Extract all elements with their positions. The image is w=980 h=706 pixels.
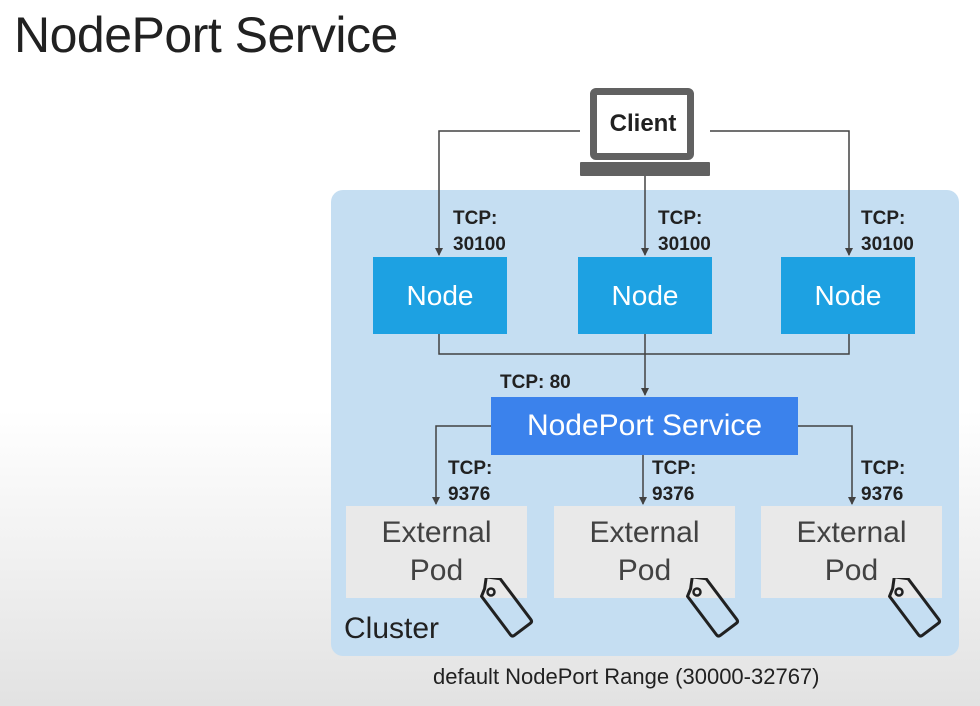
service-port: TCP: 80 [500, 372, 571, 393]
tag-icon [686, 578, 740, 638]
port-label: TCP: [861, 208, 906, 229]
port-number: 30100 [453, 234, 506, 255]
node-box-2: Node [578, 257, 712, 334]
pod-label-line1: External [589, 516, 700, 549]
cluster-label: Cluster [344, 612, 440, 645]
node-box-3: Node [781, 257, 915, 334]
node-box-1: Node [373, 257, 507, 334]
port-number: 9376 [861, 484, 904, 505]
port-label: TCP: [448, 458, 493, 479]
client-to-node-1-line [435, 130, 580, 256]
laptop-base [580, 162, 710, 176]
pod-label-line2: Pod [617, 554, 672, 587]
pod-label-line2: Pod [824, 554, 879, 587]
client-label: Client [609, 110, 677, 137]
port-number: 30100 [658, 234, 711, 255]
pod-label-line1: External [381, 516, 492, 549]
client-to-node-3-line [710, 130, 853, 256]
port-label: TCP: [861, 458, 906, 479]
nodeport-service-box: NodePort Service [491, 397, 798, 455]
port-number: 9376 [652, 484, 695, 505]
port-label: TCP: [658, 208, 703, 229]
laptop-icon [580, 88, 710, 176]
tag-icon [480, 578, 534, 638]
node-2-port: TCP: 30100 [658, 206, 711, 258]
port-label: TCP: [652, 458, 697, 479]
port-label: TCP: [453, 208, 498, 229]
external-pod-1: External Pod [346, 506, 527, 598]
laptop-screen [590, 88, 694, 160]
node-3-port: TCP: 30100 [861, 206, 914, 258]
pod-3-port: TCP: 9376 [861, 456, 905, 508]
external-pod-2: External Pod [554, 506, 735, 598]
page-title: NodePort Service [14, 7, 398, 63]
pod-1-port: TCP: 9376 [448, 456, 492, 508]
service-to-pod-1-line [432, 425, 491, 505]
port-number: 30100 [861, 234, 914, 255]
pod-label-line1: External [796, 516, 907, 549]
port-number: 9376 [448, 484, 491, 505]
pod-label-line2: Pod [409, 554, 464, 587]
node-1-port: TCP: 30100 [453, 206, 506, 258]
service-to-pod-3-line [798, 425, 856, 505]
nodes-bus-line [438, 334, 850, 355]
tag-icon [888, 578, 942, 638]
pod-2-port: TCP: 9376 [652, 456, 696, 508]
nodeport-range-note: default NodePort Range (30000-32767) [433, 664, 820, 689]
